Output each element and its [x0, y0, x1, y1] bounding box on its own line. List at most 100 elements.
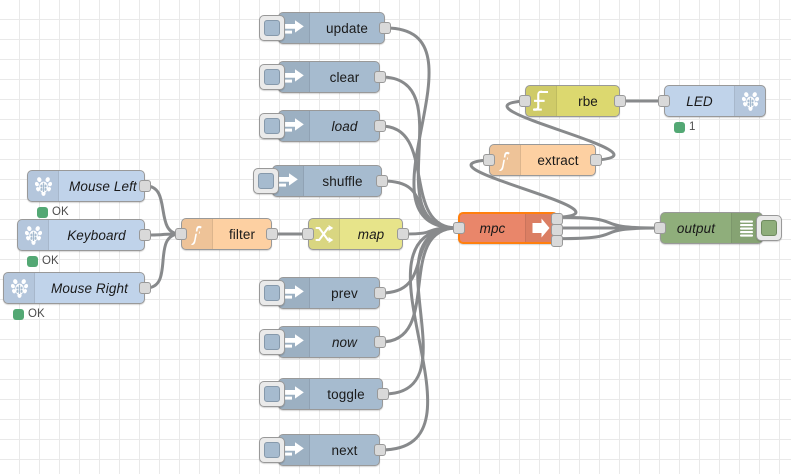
inject-button[interactable] [259, 113, 285, 139]
node-toggle[interactable]: toggle [259, 378, 389, 410]
node-label: mpc [479, 220, 506, 236]
node-label: Keyboard [67, 227, 126, 243]
node-label: LED [686, 93, 713, 109]
status-badge: 1 [674, 121, 695, 133]
node-next[interactable]: next [259, 434, 386, 466]
inject-button[interactable] [259, 381, 285, 407]
node-label: Mouse Left [69, 178, 137, 194]
output-port-0[interactable] [374, 71, 386, 83]
node-mouse-left[interactable]: Mouse Left [27, 170, 151, 202]
inject-button[interactable] [253, 168, 279, 194]
node-mpc[interactable]: mpc [453, 212, 563, 247]
node-shuffle[interactable]: shuffle [253, 165, 388, 197]
inject-button[interactable] [259, 15, 285, 41]
node-led[interactable]: LED [658, 85, 766, 117]
wire-load-to-mpc [379, 124, 459, 230]
status-badge: OK [13, 308, 45, 320]
output-port-0[interactable] [379, 22, 391, 34]
node-update[interactable]: update [259, 12, 391, 44]
node-map[interactable]: map [302, 218, 409, 250]
node-extract[interactable]: extract [483, 144, 602, 176]
node-label: prev [331, 285, 358, 301]
input-port[interactable] [175, 228, 187, 240]
node-rbe[interactable]: rbe [519, 85, 626, 117]
status-dot [37, 206, 48, 218]
status-badge: OK [27, 255, 59, 267]
node-label: filter [228, 226, 256, 242]
wire-map-to-mpc [402, 226, 459, 236]
node-load[interactable]: load [259, 110, 386, 142]
input-port[interactable] [658, 95, 670, 107]
shuffle-icon [309, 219, 340, 249]
output-port-0[interactable] [590, 154, 602, 166]
node-filter[interactable]: filter [175, 218, 278, 250]
node-label: Mouse Right [51, 280, 128, 296]
wire-next-to-mpc [379, 226, 459, 452]
input-port[interactable] [654, 222, 666, 234]
node-output[interactable]: output [654, 212, 782, 244]
wire-mouse-right-to-filter [144, 232, 182, 290]
input-port[interactable] [483, 154, 495, 166]
output-port-0[interactable] [377, 388, 389, 400]
function-f-icon [182, 219, 213, 249]
status-text: OK [42, 255, 59, 267]
status-badge: OK [37, 206, 69, 218]
node-label: now [331, 334, 358, 350]
output-port-0[interactable] [139, 180, 151, 192]
node-label: shuffle [322, 173, 363, 189]
wire-mouse-left-to-filter [144, 184, 182, 236]
raspberry-pi-icon [734, 86, 765, 116]
node-label: extract [537, 152, 579, 168]
inject-button[interactable] [259, 280, 285, 306]
inject-button[interactable] [259, 437, 285, 463]
node-label: toggle [327, 386, 365, 402]
status-text: OK [52, 206, 69, 218]
node-label: load [331, 118, 358, 134]
node-label: rbe [578, 93, 598, 109]
node-keyboard[interactable]: Keyboard [17, 219, 151, 251]
input-port[interactable] [519, 95, 531, 107]
raspberry-pi-icon [18, 220, 49, 250]
output-port-0[interactable] [397, 228, 409, 240]
wire-update-to-mpc [384, 26, 459, 230]
node-label: update [326, 20, 368, 36]
raspberry-pi-icon [28, 171, 59, 201]
input-port[interactable] [302, 228, 314, 240]
output-port-0[interactable] [374, 120, 386, 132]
wire-clear-to-mpc [379, 75, 459, 230]
node-label: output [676, 220, 716, 236]
function-f-icon [490, 145, 521, 175]
node-prev[interactable]: prev [259, 277, 386, 309]
inject-button[interactable] [259, 64, 285, 90]
output-port-0[interactable] [374, 444, 386, 456]
output-port-0[interactable] [139, 229, 151, 241]
status-text: 1 [689, 121, 696, 133]
output-port-0[interactable] [266, 228, 278, 240]
node-now[interactable]: now [259, 326, 386, 358]
output-port-0[interactable] [376, 175, 388, 187]
output-port-0[interactable] [614, 95, 626, 107]
debug-toggle-button[interactable] [756, 215, 782, 241]
status-dot [13, 308, 24, 320]
inject-button[interactable] [259, 329, 285, 355]
wire-toggle-to-mpc [382, 226, 459, 396]
arrow-right-icon [279, 327, 310, 357]
node-label: clear [329, 69, 360, 85]
node-clear[interactable]: clear [259, 61, 386, 93]
output-port-0[interactable] [374, 336, 386, 348]
raspberry-pi-icon [4, 273, 35, 303]
output-port-2[interactable] [551, 234, 563, 247]
output-port-0[interactable] [374, 287, 386, 299]
arrow-right-filled-icon [525, 214, 556, 242]
node-label: map [357, 226, 385, 242]
output-port-0[interactable] [139, 282, 151, 294]
status-dot [27, 255, 38, 267]
wire-mpc-to-output [557, 215, 661, 230]
status-text: OK [28, 308, 45, 320]
node-mouse-right[interactable]: Mouse Right [3, 272, 151, 304]
status-dot [674, 121, 685, 133]
step-function-icon [526, 86, 557, 116]
node-label: next [331, 442, 358, 458]
input-port[interactable] [453, 222, 465, 234]
